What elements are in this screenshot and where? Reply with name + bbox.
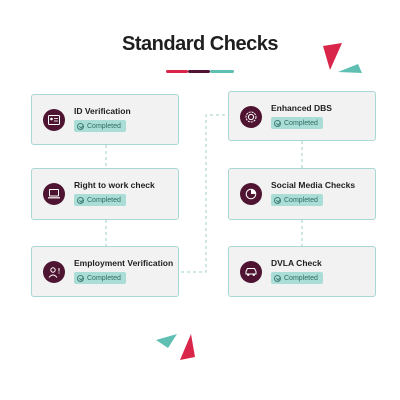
check-circle-icon (274, 274, 281, 282)
check-label: Employment Verification (74, 258, 174, 268)
check-card-enhanced-dbs: Enhanced DBS Completed (228, 91, 376, 141)
badge-seal-icon (240, 106, 262, 128)
check-card-id-verification: ID Verification Completed (31, 94, 179, 145)
title-underline-crimson (166, 70, 188, 73)
connector-employment-to-dbs (181, 114, 228, 273)
pie-chart-icon (240, 183, 262, 205)
status-badge: Completed (74, 194, 126, 206)
title-underline-teal (210, 70, 234, 73)
page-title: Standard Checks (122, 33, 278, 55)
check-card-employment-verification: Employment Verification Completed (31, 246, 179, 297)
laptop-icon (43, 183, 65, 205)
check-label: ID Verification (74, 106, 131, 116)
title-underline-plum (188, 70, 210, 73)
top-crimson-triangle (323, 43, 342, 70)
check-label: Enhanced DBS (271, 103, 332, 113)
check-card-right-to-work: Right to work check Completed (31, 168, 179, 220)
check-circle-icon (77, 122, 84, 130)
top-teal-triangle (338, 64, 362, 73)
status-badge: Completed (271, 194, 323, 206)
status-badge: Completed (271, 117, 323, 129)
user-alert-icon (43, 261, 65, 283)
status-badge: Completed (271, 272, 323, 284)
check-circle-icon (77, 274, 84, 282)
check-card-social-media: Social Media Checks Completed (228, 168, 376, 220)
car-icon (240, 261, 262, 283)
bottom-crimson-triangle (180, 334, 195, 360)
status-badge: Completed (74, 120, 126, 132)
check-label: Social Media Checks (271, 180, 356, 190)
status-badge: Completed (74, 272, 126, 284)
check-label: DVLA Check (271, 258, 322, 268)
check-card-dvla: DVLA Check Completed (228, 246, 376, 297)
check-label: Right to work check (74, 180, 155, 190)
id-card-icon (43, 109, 65, 131)
check-circle-icon (77, 196, 84, 204)
bottom-teal-triangle (156, 334, 177, 348)
check-circle-icon (274, 119, 281, 127)
check-circle-icon (274, 196, 281, 204)
